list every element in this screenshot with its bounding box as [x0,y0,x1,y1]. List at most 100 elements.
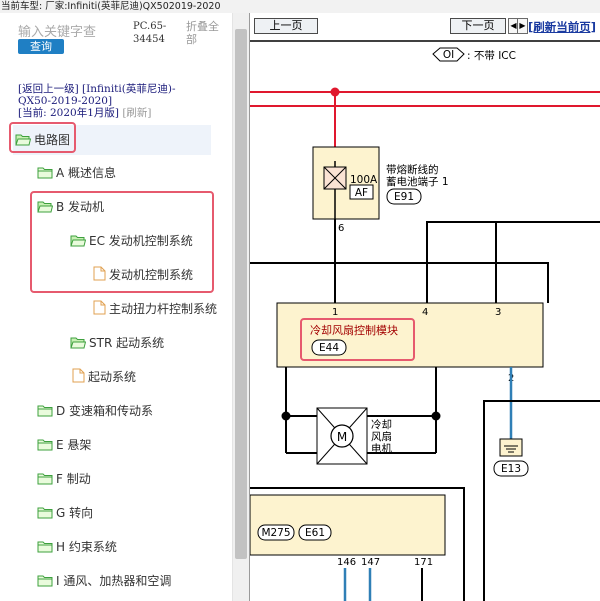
module-connector: E44 [319,342,339,354]
fan-motor-symbol: M [337,430,347,444]
module-connector-badge [311,339,347,356]
collapse-all-link[interactable]: 折叠全 部 [186,20,226,46]
folder-open-icon [70,231,87,255]
folder-open-icon [15,127,32,157]
wire-junction [431,411,441,421]
lower-connector-1: M275 [261,527,290,539]
lower-connector-badge-1 [257,524,295,541]
collapse-all-line1: 折叠全 [186,20,219,33]
fan-motor-label-3: 电机 [371,442,392,455]
document-code: PC.65- 34454 [133,20,173,46]
module-label: 冷却风扇控制模块 [310,323,398,337]
legend-marker [432,47,465,62]
lower-connector-2: E61 [305,527,325,539]
tree-item-label: 电路图 [34,133,71,147]
wire-junction [281,411,291,421]
tree-item-label: 主动扭力杆控制系统 [109,302,218,316]
fan-motor-label-1: 冷却 [371,418,392,431]
lower-pin-147: 147 [361,557,380,568]
search-input[interactable] [17,23,129,41]
vehicle-info-bar: 当前车型: 厂家:Infiniti(英菲尼迪)QX502019-2020 [0,0,600,13]
ground-box [499,438,523,457]
arrow-right-icon[interactable]: ▶ [517,18,528,34]
tree-item[interactable]: D 变速箱和传动系 [37,399,153,423]
fuse-connector-badge [386,188,422,205]
tree-item[interactable]: A 概述信息 [37,161,116,185]
navigation-panel: 查询 PC.65- 34454 折叠全 部 [返回上一级] [Infiniti(… [0,13,232,601]
folder-icon [37,503,53,527]
tree-item-label: 发动机控制系统 [109,268,194,282]
fan-motor-label-2: 风扇 [371,430,392,443]
folder-open-icon [70,333,87,357]
tree-item[interactable]: E 悬架 [37,433,91,457]
document-code-line2: 34454 [133,34,165,45]
module-pin-4: 4 [422,307,428,318]
folder-icon [37,401,53,425]
refresh-link[interactable]: [刷新] [122,107,152,119]
wiring-diagram: OI : 不带 ICC 100A AF 带熔断线的 蓄电池端子 1 E91 6 … [250,40,600,601]
document-icon [93,265,106,289]
wire-black [483,400,600,601]
document-icon [72,367,85,391]
folder-icon [37,163,53,187]
tree-item[interactable]: 发动机控制系统 [93,263,193,287]
tree-item[interactable]: 电路图 [13,125,211,155]
fuse-type: AF [355,187,368,199]
breadcrumb-path-2: QX50-2019-2020] [18,95,113,107]
wire-black [250,487,465,601]
folder-icon [37,537,53,561]
back-link[interactable]: [返回上一级] [18,83,79,95]
lower-pin-171: 171 [414,557,433,568]
tree-item[interactable]: B 发动机 [37,195,104,219]
tree-item-label: E 悬架 [56,438,92,452]
fuse-label-2: 蓄电池端子 1 [386,175,449,188]
tree-item[interactable]: 起动系统 [72,365,136,389]
folder-icon [37,469,53,493]
legend-text: : 不带 ICC [467,50,516,62]
fuse-amperage: 100A [350,174,378,186]
tree-item-label: D 变速箱和传动系 [56,404,154,418]
fuse-connector: E91 [394,191,414,203]
wire-black [250,262,549,303]
next-page-button[interactable]: 下一页 [450,18,506,34]
folder-icon [37,435,53,459]
fuse-icon-line [323,166,347,190]
highlight-module [300,318,415,361]
tree-item-label: EC 发动机控制系统 [89,234,193,248]
search-button[interactable]: 查询 [18,39,64,54]
diagram-viewer: 上一页 下一页 ◀ ▶ [刷新当前页] OI : 不带 ICC 100A AF … [249,13,600,601]
legend-code: OI [443,49,454,61]
document-code-line1: PC.65- [133,21,167,32]
tree-item[interactable]: 主动扭力杆控制系统 [93,297,217,321]
tree-item-label: F 制动 [56,472,91,486]
folder-icon [37,571,53,595]
tree-item[interactable]: H 约束系统 [37,535,117,559]
fan-control-module [276,302,544,368]
folder-open-icon [37,197,54,221]
collapse-all-line2: 部 [186,33,197,46]
prev-page-button[interactable]: 上一页 [254,18,318,34]
wire-black [426,221,600,303]
fuse-pin: 6 [338,223,344,234]
lower-pin-146: 146 [337,557,356,568]
tree-item-label: B 发动机 [56,200,105,214]
tree-item-label: I 通风、加热器和空调 [56,574,172,588]
tree-item[interactable]: I 通风、加热器和空调 [37,569,171,593]
wire-junction [330,87,340,97]
tree-item[interactable]: G 转向 [37,501,93,525]
fan-motor-icon [330,424,354,448]
current-version: [当前: 2020年1月版] [18,107,119,119]
fuse-label-1: 带熔断线的 [386,163,439,176]
tree-item-label: G 转向 [56,506,94,520]
tree-item[interactable]: STR 起动系统 [70,331,164,355]
highlight-engine-group [30,191,214,293]
tree-item-label: 起动系统 [88,370,137,384]
tree-item[interactable]: EC 发动机控制系统 [70,229,193,253]
left-scrollbar[interactable] [232,13,249,601]
scrollbar-thumb[interactable] [235,29,247,559]
tree-item[interactable]: F 制动 [37,467,91,491]
refresh-page-link[interactable]: [刷新当前页] [528,20,597,34]
highlight-root [9,122,76,153]
module-pin-1: 1 [332,307,338,318]
document-icon [93,299,106,323]
